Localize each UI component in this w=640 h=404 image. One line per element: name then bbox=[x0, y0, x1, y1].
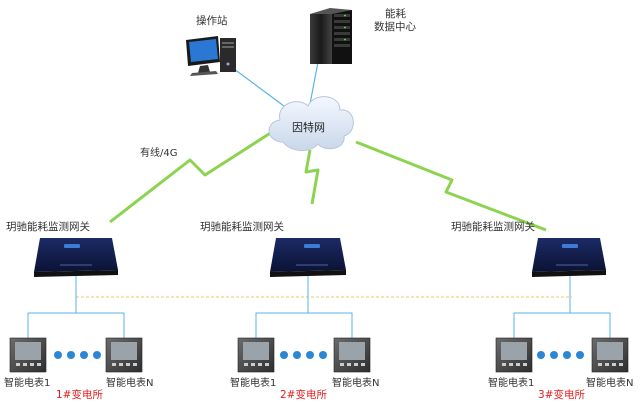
wireless-link-right bbox=[355, 140, 547, 232]
gateway-label-3: 玥驰能耗监测网关 bbox=[451, 220, 535, 233]
branch-2 bbox=[255, 276, 353, 338]
meter-label-1-last: 智能电表N bbox=[106, 376, 153, 389]
meter-3-n bbox=[591, 337, 629, 373]
meter-label-3-last: 智能电表N bbox=[586, 376, 633, 389]
branch-3 bbox=[513, 276, 611, 338]
wireless-link-center bbox=[304, 149, 320, 205]
gateway-device-2 bbox=[270, 238, 346, 277]
meter-1-n bbox=[105, 337, 143, 373]
gateway-label-1: 玥驰能耗监测网关 bbox=[6, 220, 90, 233]
meter-label-1-first: 智能电表1 bbox=[4, 376, 50, 389]
internet-cloud-icon bbox=[268, 96, 354, 151]
datacenter-label-line1: 能耗 bbox=[385, 7, 406, 20]
meter-label-2-last: 智能电表N bbox=[332, 376, 379, 389]
meter-1-1 bbox=[9, 337, 47, 373]
link-workstation-cloud bbox=[229, 65, 293, 113]
link-datacenter-cloud bbox=[309, 61, 319, 105]
gateway-label-2: 玥驰能耗监测网关 bbox=[200, 220, 284, 233]
meter-2-1 bbox=[237, 337, 275, 373]
substation-label-2: 2#变电所 bbox=[280, 388, 327, 401]
meter-2-n bbox=[333, 337, 371, 373]
ellipsis-dots-3 bbox=[537, 351, 584, 359]
substation-label-3: 3#变电所 bbox=[538, 388, 585, 401]
ellipsis-dots-2 bbox=[280, 351, 327, 359]
meter-label-3-first: 智能电表1 bbox=[488, 376, 534, 389]
datacenter-label-line2: 数据中心 bbox=[374, 20, 416, 33]
server-rack-icon bbox=[310, 8, 352, 64]
wireless-link-left bbox=[109, 130, 273, 224]
workstation-icon bbox=[186, 36, 236, 76]
uplink-label: 有线/4G bbox=[140, 146, 177, 159]
meter-label-2-first: 智能电表1 bbox=[230, 376, 276, 389]
workstation-label: 操作站 bbox=[196, 14, 228, 27]
gateway-device-1 bbox=[34, 238, 118, 277]
ellipsis-dots-1 bbox=[54, 351, 101, 359]
meter-3-1 bbox=[495, 337, 533, 373]
internet-label: 因特网 bbox=[292, 120, 325, 134]
branch-1 bbox=[27, 276, 125, 338]
substation-label-1: 1#变电所 bbox=[56, 388, 103, 401]
gateway-device-3 bbox=[532, 238, 606, 277]
